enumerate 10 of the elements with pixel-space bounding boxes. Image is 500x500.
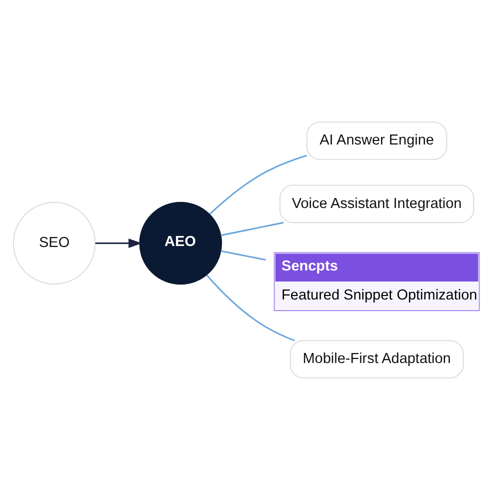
node-box: Mobile-First Adaptation	[289, 340, 464, 378]
node-circle: AEO	[138, 202, 222, 285]
node-box: AI Answer Engine	[306, 122, 447, 160]
connector	[220, 222, 284, 236]
node-box: Voice Assistant Integration	[278, 184, 474, 224]
connector	[220, 250, 266, 261]
arrow	[94, 238, 142, 248]
connector	[206, 274, 294, 342]
node-circle: SEO	[12, 202, 96, 285]
connector	[208, 154, 306, 215]
